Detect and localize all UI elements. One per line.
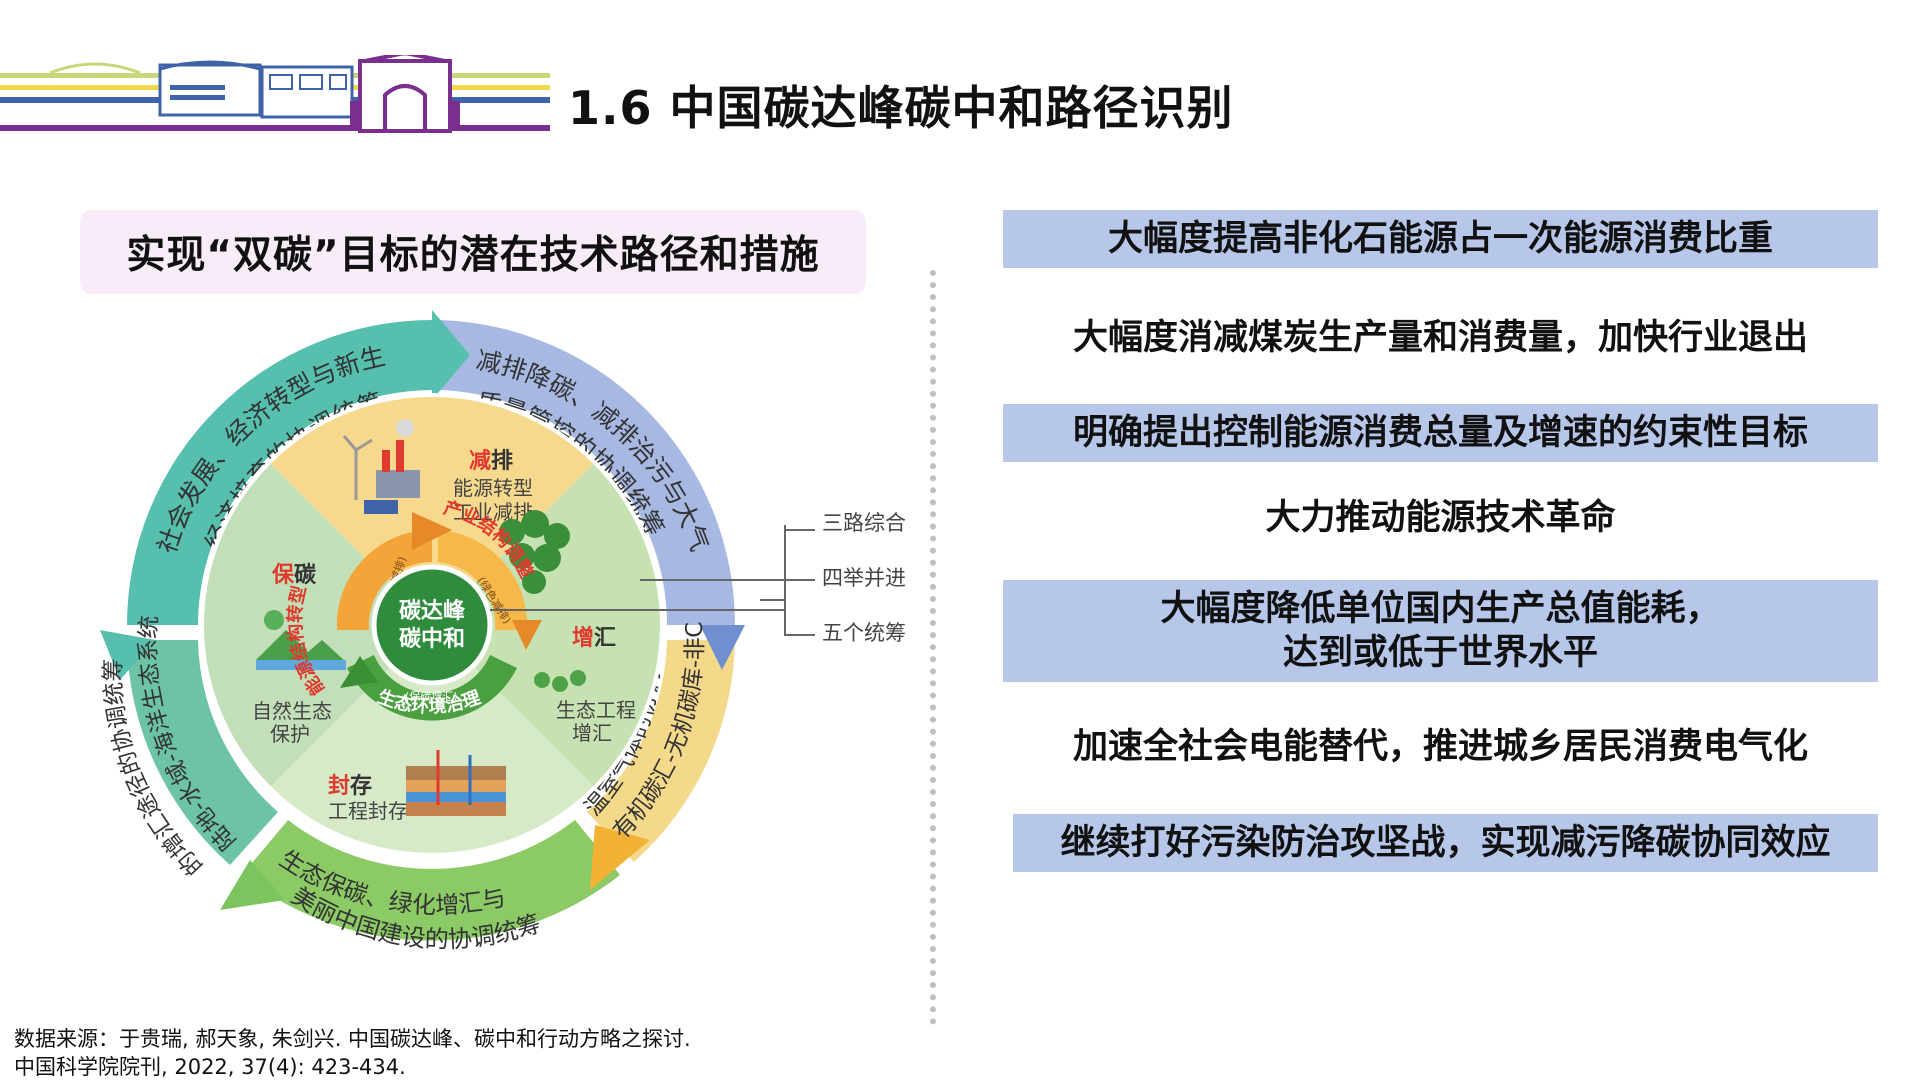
- landscape-icon: [256, 610, 346, 670]
- arrow-sink: [590, 825, 650, 890]
- inner-ring-industry: [438, 530, 528, 630]
- sector-protect: [201, 462, 432, 788]
- geological-storage-icon: [406, 750, 506, 816]
- svg-text:减排: 减排: [469, 448, 513, 474]
- measure-1: 大幅度提高非化石能源占一次能源消费比重: [1003, 210, 1878, 268]
- sector-protect-head: 碳: [294, 563, 317, 588]
- svg-text:增汇: 增汇: [572, 625, 616, 651]
- callout-four-measures: 四举并进: [822, 566, 906, 590]
- sector-reduce: [269, 394, 595, 625]
- svg-text:保碳: 保碳: [271, 563, 317, 588]
- source-line-2: 中国科学院院刊, 2022, 37(4): 423-434.: [14, 1055, 406, 1079]
- inner-ring-energy: [336, 529, 432, 630]
- measure-4: 大力推动能源技术革命: [1265, 498, 1616, 538]
- sector-store-head: 存: [350, 773, 372, 799]
- center-text-2: 碳中和: [399, 627, 465, 652]
- sector-reduce-line2: 工业减排: [453, 500, 533, 524]
- sector-increase-head-red: 增: [572, 625, 594, 651]
- sector-store: [269, 625, 595, 856]
- header-banner-illustration: [0, 55, 550, 133]
- arrow-social: [432, 310, 470, 400]
- callout-three-routes: 三路综合: [822, 511, 906, 535]
- callout-five-coordination: 五个统筹: [822, 621, 906, 645]
- sector-increase-line2: 增汇: [572, 721, 612, 745]
- callout-bracket-low: [760, 599, 815, 636]
- sector-protect-line1: 自然生态: [252, 699, 332, 723]
- svg-text:封存: 封存: [328, 773, 372, 799]
- page-title: 1.6 中国碳达峰碳中和路径识别: [568, 81, 1234, 135]
- arrow-ecosystem: [100, 630, 155, 680]
- sector-increase-head: 汇: [594, 626, 616, 651]
- sector-increase: [432, 462, 663, 788]
- sector-store-line1: 工程封存: [328, 799, 408, 823]
- sector-reduce-line1: 能源转型: [453, 476, 533, 500]
- carbon-pathway-diagram: 社会发展、经济转型与新生态 经济培育的协调统筹 减排降碳、减排治污与大气 质量管…: [60, 300, 906, 954]
- arrow-beautiful-china: [220, 860, 285, 910]
- inner-ring-eco: [347, 655, 517, 721]
- outer-segment-reduce: [440, 320, 736, 625]
- outer-segment-sink: [587, 640, 735, 862]
- outer-segment-ecosystem: [127, 640, 278, 865]
- measure-2: 大幅度消减煤炭生产量和消费量，加快行业退出: [1072, 318, 1808, 358]
- energy-transition-icon: [342, 419, 420, 514]
- data-source: 数据来源：于贵瑞, 郝天象, 朱剑兴. 中国碳达峰、碳中和行动方略之探讨. 中国…: [14, 1025, 691, 1081]
- measure-3: 明确提出控制能源消费总量及增速的约束性目标: [1003, 404, 1878, 462]
- inner-arrow-eco: [340, 656, 378, 688]
- center-text-1: 碳达峰: [399, 599, 466, 624]
- outer-segment-social: [127, 320, 432, 625]
- inner-arrow-industry: [512, 620, 542, 650]
- sector-reduce-head: 排: [491, 449, 513, 474]
- dotted-divider: [930, 270, 936, 1025]
- inner-arrow-energy: [412, 512, 452, 550]
- inner-sub-eco: (保碳增汇): [405, 689, 458, 703]
- measure-7: 继续打好污染防治攻坚战，实现减污降碳协同效应: [1013, 814, 1878, 872]
- arrow-reduce: [700, 625, 745, 670]
- source-line-1: 数据来源：于贵瑞, 郝天象, 朱剑兴. 中国碳达峰、碳中和行动方略之探讨.: [14, 1027, 691, 1051]
- sector-protect-line2: 保护: [270, 722, 310, 746]
- measure-6: 加速全社会电能替代，推进城乡居民消费电气化: [1072, 727, 1808, 767]
- center-circle: [371, 564, 493, 686]
- sector-store-head-red: 封: [328, 774, 350, 799]
- sector-reduce-head-red: 减: [469, 448, 491, 474]
- forest-icon: [499, 510, 586, 692]
- section-heading: 实现“双碳”目标的潜在技术路径和措施: [80, 210, 866, 294]
- sector-increase-line1: 生态工程: [556, 698, 636, 722]
- outer-segment-beautiful-china: [242, 820, 620, 941]
- measure-5: 大幅度降低单位国内生产总值能耗， 达到或低于世界水平: [1003, 580, 1878, 682]
- sector-protect-head-red: 保: [271, 563, 295, 588]
